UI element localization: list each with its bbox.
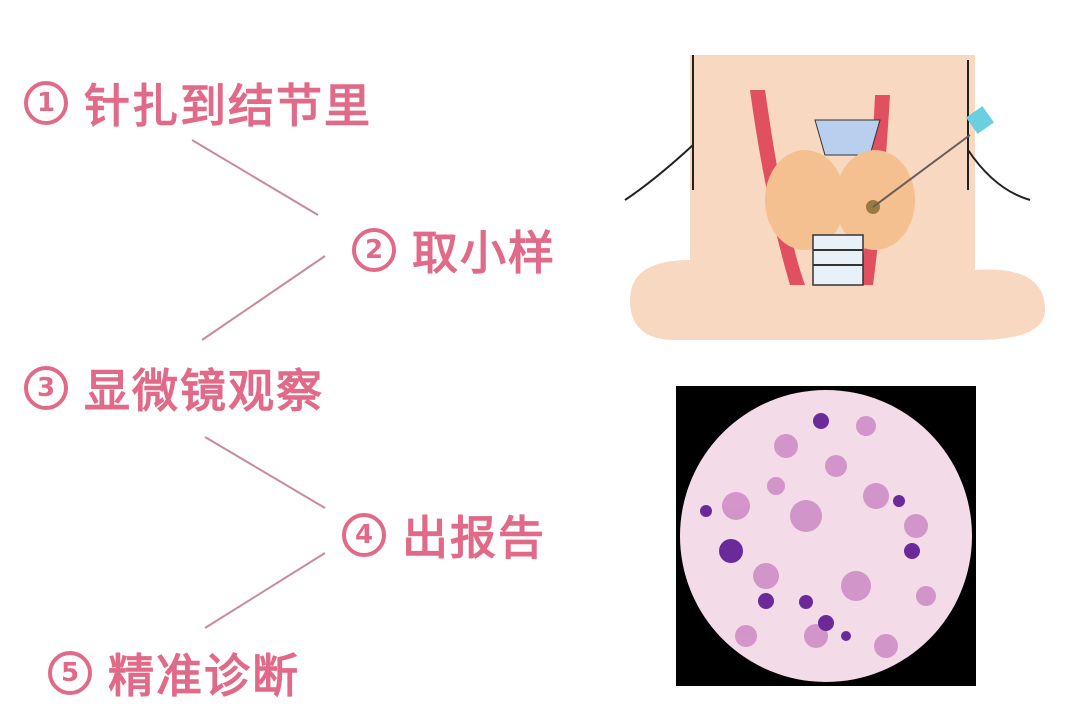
step-5: 5 精准诊断 [48, 640, 300, 706]
step-number-circle: 3 [24, 366, 68, 410]
step-label: 出报告 [402, 511, 546, 565]
thyroid-needle-illustration [624, 55, 1045, 340]
step-number-circle: 1 [24, 81, 68, 125]
step-2: 2 取小样 [352, 217, 556, 283]
step-number-circle: 5 [48, 651, 92, 695]
step-1: 1 针扎到结节里 [24, 70, 372, 136]
step-label: 针扎到结节里 [84, 79, 372, 133]
step-label: 精准诊断 [108, 649, 300, 703]
step-number-circle: 2 [352, 228, 396, 272]
step-4: 4 出报告 [342, 502, 546, 568]
step-label: 显微镜观察 [84, 364, 324, 418]
step-number-circle: 4 [342, 513, 386, 557]
microscope-cell-image [676, 386, 976, 686]
step-label: 取小样 [412, 226, 556, 280]
step-3: 3 显微镜观察 [24, 355, 324, 421]
